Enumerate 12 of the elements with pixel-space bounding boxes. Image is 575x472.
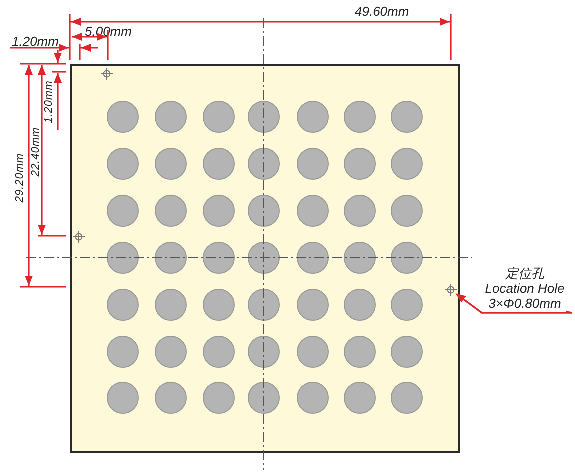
leader-line bbox=[456, 293, 573, 314]
dimension-text: 1.20mm bbox=[12, 35, 59, 49]
dimension-text: 49.60mm bbox=[355, 5, 410, 19]
module-board bbox=[70, 64, 460, 453]
dimension-text: 5.00mm bbox=[85, 25, 132, 39]
callout-text: Location Hole bbox=[484, 281, 566, 296]
dimension-text: 1.20mm bbox=[44, 80, 54, 124]
callout-text: 3×Φ0.80mm bbox=[488, 296, 562, 311]
dimension-text: 22.40mm bbox=[30, 127, 40, 177]
dimension-text: 29.20mm bbox=[15, 153, 25, 203]
crosshair-icon bbox=[445, 284, 457, 296]
callout-text: 定位孔 bbox=[504, 266, 546, 281]
